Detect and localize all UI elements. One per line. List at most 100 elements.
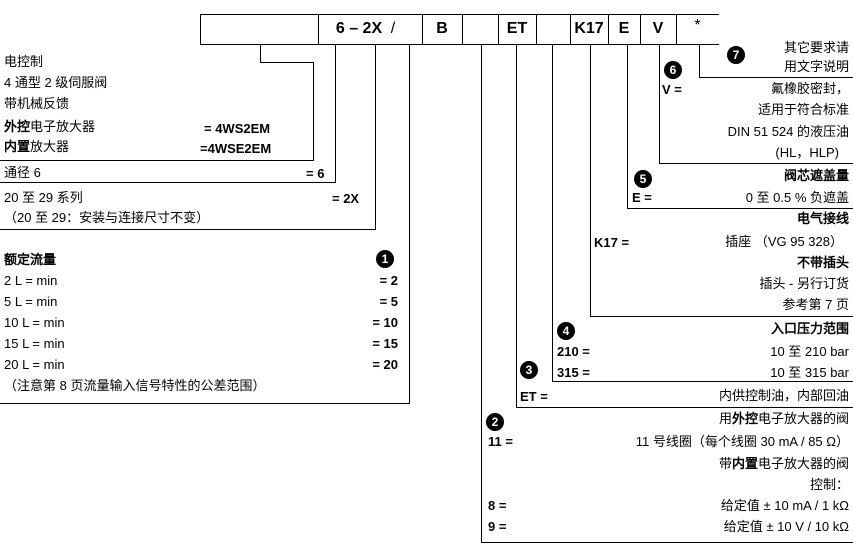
flow-note: （注意第 8 页流量输入信号特性的公差范围）	[4, 378, 266, 393]
leader-other	[699, 77, 853, 78]
internal-amp-code: =4WSE2EM	[200, 141, 272, 156]
code-box-top	[200, 14, 719, 15]
pressure-315-value: 10 至 315 bar	[770, 365, 849, 380]
seal-line4: (HL，HLP)	[775, 145, 839, 160]
see-page: 参考第 7 页	[782, 297, 849, 312]
leader-type	[0, 160, 314, 161]
other-requirements-line2: 用文字说明	[783, 59, 849, 74]
external-rest: 电子放大器	[30, 119, 96, 134]
pressure-210-value: 10 至 210 bar	[770, 344, 849, 359]
external-amp-option: 外控电子放大器	[4, 119, 95, 135]
external-bold: 外控	[4, 119, 31, 134]
code-box-divider	[570, 14, 571, 45]
code-et: ET	[506, 20, 528, 37]
leader-overlap	[627, 45, 628, 208]
flow-code: = 2	[379, 273, 398, 288]
leader-signal	[481, 542, 853, 543]
leader-size	[0, 182, 336, 183]
leader-flow	[409, 45, 410, 403]
marker-2: 2	[486, 413, 504, 431]
marker-7: 7	[727, 46, 745, 64]
leader-other	[699, 45, 700, 77]
code-e: E	[618, 20, 630, 37]
seal-line1: 氟橡胶密封，	[770, 81, 849, 96]
code-star: *	[694, 17, 701, 34]
valve-type-line3: 带机械反馈	[4, 96, 70, 111]
control-label: 控制：	[809, 477, 849, 492]
leader-pressure	[552, 381, 853, 382]
code-v: V	[652, 20, 664, 37]
leader-pilot	[516, 45, 517, 407]
setpoint-9-value: 给定值 ± 10 V / 10 kΩ	[723, 519, 849, 534]
valve-type-line2: 4 通型 2 级伺服阀	[4, 75, 108, 90]
marker-1: 1	[376, 250, 394, 268]
ext-amp-pre: 用	[718, 411, 732, 426]
flow-code: = 10	[372, 315, 398, 330]
valve-type-line1: 电控制	[4, 54, 44, 69]
coil-code: 11 =	[488, 434, 513, 449]
electrical-value: 插座 （VG 95 328）	[725, 234, 843, 249]
int-amp-title: 带内置电子放大器的阀	[719, 456, 849, 472]
marker-5: 5	[634, 170, 652, 188]
code-box-bottom	[200, 44, 719, 45]
flow-label: 15 L = min	[4, 336, 65, 351]
int-amp-bold: 内置	[731, 456, 758, 471]
marker-6: 6	[664, 61, 682, 79]
ext-amp-bold: 外控	[731, 411, 758, 426]
ext-amp-post: 电子放大器的阀	[757, 411, 849, 426]
no-plug: 不带插头	[796, 255, 849, 270]
pressure-315-code: 315 =	[557, 365, 590, 380]
leader-seal	[659, 163, 853, 164]
int-amp-post: 电子放大器的阀	[757, 456, 849, 471]
external-amp-code: = 4WS2EM	[204, 121, 271, 136]
internal-bold: 内置	[4, 139, 31, 154]
flow-code: = 15	[372, 336, 398, 351]
leader-series	[375, 45, 376, 229]
code-box-divider	[422, 14, 423, 45]
leader-electrical	[590, 45, 591, 316]
electrical-code: K17 =	[594, 235, 630, 250]
electrical-title: 电气接线	[796, 211, 849, 226]
flow-label: 2 L = min	[4, 273, 58, 288]
leader-type	[313, 62, 314, 160]
leader-series	[0, 229, 376, 230]
series-code: = 2X	[332, 191, 360, 206]
code-k17: K17	[574, 20, 604, 37]
code-slash: /	[390, 20, 396, 37]
code-size-series: 6 – 2X	[335, 20, 383, 37]
marker-3: 3	[520, 361, 538, 379]
coil-value: 11 号线圈（每个线圈 30 mA / 85 Ω）	[635, 434, 849, 449]
series-note: （20 至 29：安装与连接尺寸不变）	[4, 210, 210, 225]
int-amp-pre: 带	[718, 456, 732, 471]
ext-amp-title: 用外控电子放大器的阀	[719, 411, 849, 427]
pilot-value: 内供控制油，内部回油	[718, 388, 849, 403]
internal-rest: 放大器	[30, 139, 70, 154]
flow-label: 10 L = min	[4, 315, 65, 330]
flow-code: = 5	[379, 294, 398, 309]
seal-code: V =	[662, 82, 682, 97]
overlap-value: 0 至 0.5 % 负遮盖	[745, 190, 849, 205]
flow-title: 额定流量	[4, 252, 57, 267]
code-box-divider	[608, 14, 609, 45]
pressure-210-code: 210 =	[557, 344, 590, 359]
marker-4: 4	[557, 322, 575, 340]
setpoint-9-code: 9 =	[488, 519, 507, 534]
code-box-left	[200, 14, 201, 45]
pilot-code: ET =	[520, 389, 548, 404]
seal-line2: 适用于符合标准	[757, 102, 849, 117]
code-box-divider	[318, 14, 319, 45]
code-box-divider	[676, 14, 677, 45]
code-box-divider	[536, 14, 537, 45]
leader-pressure	[552, 45, 553, 381]
plug-order: 插头 - 另行订货	[759, 276, 849, 291]
other-requirements-line1: 其它要求请	[783, 40, 849, 55]
flow-label: 20 L = min	[4, 357, 65, 372]
leader-size	[335, 45, 336, 182]
leader-type	[260, 45, 261, 62]
series-label: 20 至 29 系列	[4, 190, 83, 205]
leader-overlap	[627, 208, 853, 209]
pressure-title: 入口压力范围	[770, 321, 849, 336]
flow-label: 5 L = min	[4, 294, 58, 309]
leader-electrical	[590, 316, 853, 317]
code-box-divider	[640, 14, 641, 45]
